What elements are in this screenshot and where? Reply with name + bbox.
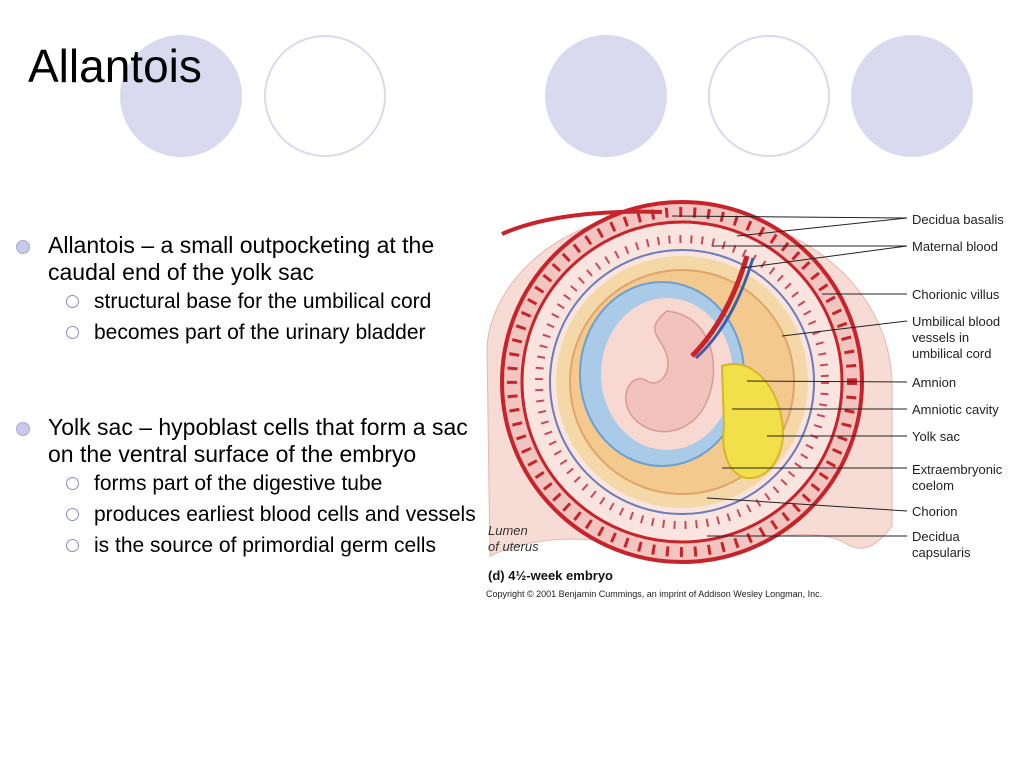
label-chorion: Chorion (912, 504, 958, 519)
bullet-text: Yolk sac – hypoblast cells that form a s… (48, 414, 468, 467)
bullet-dot-icon (16, 422, 30, 436)
decor-circle-5 (851, 35, 973, 157)
bullet-text: Allantois – a small outpocketing at the … (48, 232, 435, 285)
slide-title: Allantois (28, 40, 202, 92)
decor-circle-3 (545, 35, 667, 157)
label-extraembryonic-coelom: Extraembryonic coelom (912, 462, 1003, 493)
decor-circle-4 (708, 35, 830, 157)
figure-caption: (d) 4½-week embryo (488, 568, 613, 583)
sub-bullet-text: is the source of primordial germ cells (94, 534, 436, 557)
bullet-dot-icon (16, 240, 30, 254)
label-maternal-blood: Maternal blood (912, 239, 998, 254)
label-amnion: Amnion (912, 375, 957, 390)
bullet-yolk-sac: Yolk sac – hypoblast cells that form a s… (14, 414, 480, 468)
ring-bullet-icon (66, 508, 79, 521)
sub-bullet-text: structural base for the umbilical cord (94, 290, 432, 313)
leader-lines (671, 215, 908, 537)
label-yolk-sac: Yolk sac (912, 429, 960, 444)
label-lumen-of-uterus: Lumen of uterus (488, 523, 539, 554)
sub-bullet-text: becomes part of the urinary bladder (94, 321, 426, 344)
embryo-figure: Decidua basalis Maternal blood Chorionic… (482, 196, 1022, 616)
decor-circle-1 (120, 35, 242, 157)
figure-copyright: Copyright © 2001 Benjamin Cummings, an i… (486, 589, 823, 599)
label-chorionic-villus: Chorionic villus (912, 287, 1000, 302)
sub-bullet-list: forms part of the digestive tube produce… (14, 472, 480, 558)
ring-bullet-icon (66, 477, 79, 490)
bullet-allantois: Allantois – a small outpocketing at the … (14, 232, 480, 286)
sub-bullet: forms part of the digestive tube (66, 472, 480, 496)
ring-bullet-icon (66, 326, 79, 339)
sub-bullet-list: structural base for the umbilical cord b… (14, 290, 480, 345)
label-decidua-capsularis: Decidua capsularis (912, 529, 971, 560)
sub-bullet: is the source of primordial germ cells (66, 534, 480, 558)
label-decidua-basalis: Decidua basalis (912, 212, 1004, 227)
sub-bullet: produces earliest blood cells and vessel… (66, 503, 480, 527)
ring-bullet-icon (66, 295, 79, 308)
embryo-illustration (486, 200, 893, 564)
sub-bullet-text: forms part of the digestive tube (94, 472, 383, 495)
label-amniotic-cavity: Amniotic cavity (912, 402, 999, 417)
decor-circle-2 (264, 35, 386, 157)
sub-bullet: becomes part of the urinary bladder (66, 321, 480, 345)
label-umbilical-vessels: Umbilical blood vessels in umbilical cor… (912, 314, 1001, 361)
sub-bullet-text: produces earliest blood cells and vessel… (94, 503, 476, 526)
bullet-list: Allantois – a small outpocketing at the … (14, 232, 480, 565)
ring-bullet-icon (66, 539, 79, 552)
sub-bullet: structural base for the umbilical cord (66, 290, 480, 314)
